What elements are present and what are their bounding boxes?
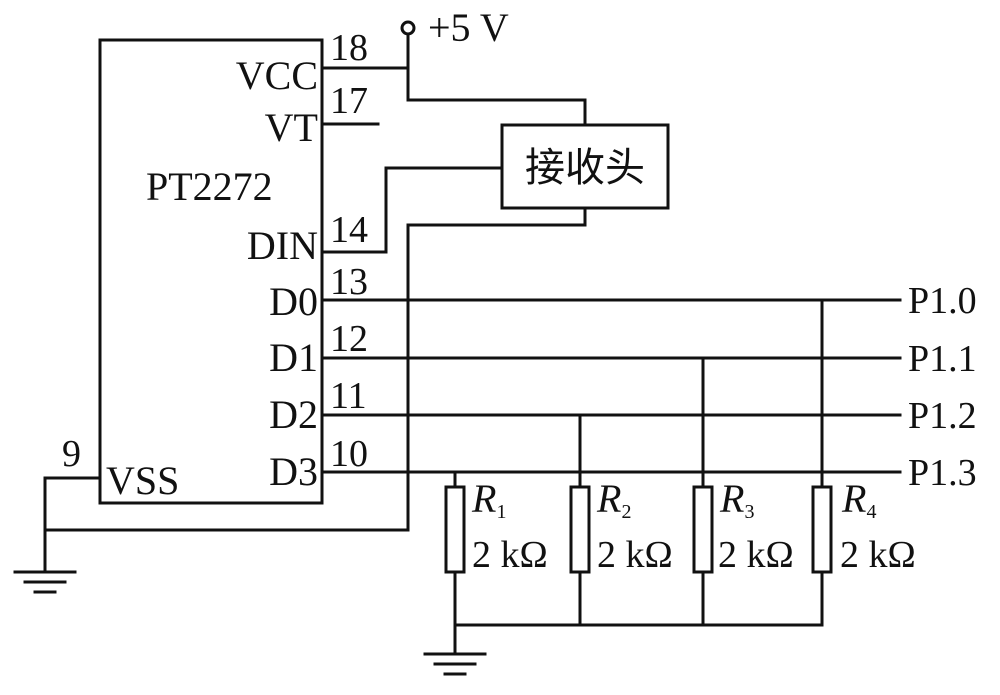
pin-number-vt: 17 (330, 80, 368, 122)
resistor-r3: R3 2 kΩ (692, 476, 794, 576)
resistor-r1-label: R1 (471, 476, 506, 523)
wires (43, 32, 902, 654)
pin-number-din: 14 (330, 209, 368, 251)
resistor-r4-body (811, 485, 833, 574)
resistor-r4: R4 2 kΩ (811, 476, 916, 576)
supply-terminal-circle (400, 20, 416, 36)
pin-number-d0: 13 (330, 261, 368, 303)
resistor-r3-label: R3 (719, 476, 754, 523)
pin-label-d0: D0 (269, 279, 318, 324)
resistor-r2-value: 2 kΩ (597, 534, 673, 576)
pin-number-vss: 9 (62, 433, 81, 475)
pin-number-d2: 11 (330, 375, 367, 417)
supply-label: +5 V (428, 5, 509, 50)
pin-label-d2: D2 (269, 392, 318, 437)
resistor-r4-label: R4 (841, 476, 876, 523)
resistor-r1-body (444, 485, 466, 574)
receiver-module: 接收头 (500, 123, 670, 210)
pin-number-d1: 12 (330, 318, 368, 360)
pin-label-d1: D1 (269, 335, 318, 380)
ground-icon (423, 652, 487, 676)
wire-receiver-ground (43, 206, 587, 532)
resistor-r3-body (692, 485, 714, 574)
output-labels: P1.0 P1.1 P1.2 P1.3 (908, 280, 977, 494)
output-p1-2: P1.2 (908, 395, 977, 437)
pin-label-vss: VSS (106, 458, 179, 503)
supply-terminal: +5 V (400, 5, 509, 50)
resistor-r1-value: 2 kΩ (472, 534, 548, 576)
resistor-r2: R2 2 kΩ (569, 476, 673, 576)
output-p1-1: P1.1 (908, 338, 977, 380)
ic-pt2272: PT2272 VCC VT DIN D0 D1 D2 D3 VSS (98, 38, 324, 505)
pin-label-vcc: VCC (236, 53, 318, 98)
pin-label-vt: VT (265, 105, 318, 150)
resistor-r2-label: R2 (596, 476, 631, 523)
ic-body (98, 38, 324, 505)
output-p1-3: P1.3 (908, 452, 977, 494)
wire-din (320, 166, 504, 254)
ic-name: PT2272 (146, 164, 273, 209)
resistor-r4-value: 2 kΩ (840, 534, 916, 576)
resistor-r3-value: 2 kΩ (718, 534, 794, 576)
wire-vss-pin (43, 476, 102, 572)
pin-number-d3: 10 (330, 433, 368, 475)
receiver-label: 接收头 (525, 145, 645, 191)
output-p1-0: P1.0 (908, 280, 977, 322)
pin-numbers: 18 17 14 13 12 11 10 9 (62, 27, 368, 475)
pin-number-vcc: 18 (330, 27, 368, 69)
resistor-r2-body (569, 485, 591, 574)
pin-label-d3: D3 (269, 449, 318, 494)
resistor-r1: R1 2 kΩ (444, 476, 548, 576)
ground-icon (13, 570, 77, 594)
pin-label-din: DIN (247, 223, 318, 268)
